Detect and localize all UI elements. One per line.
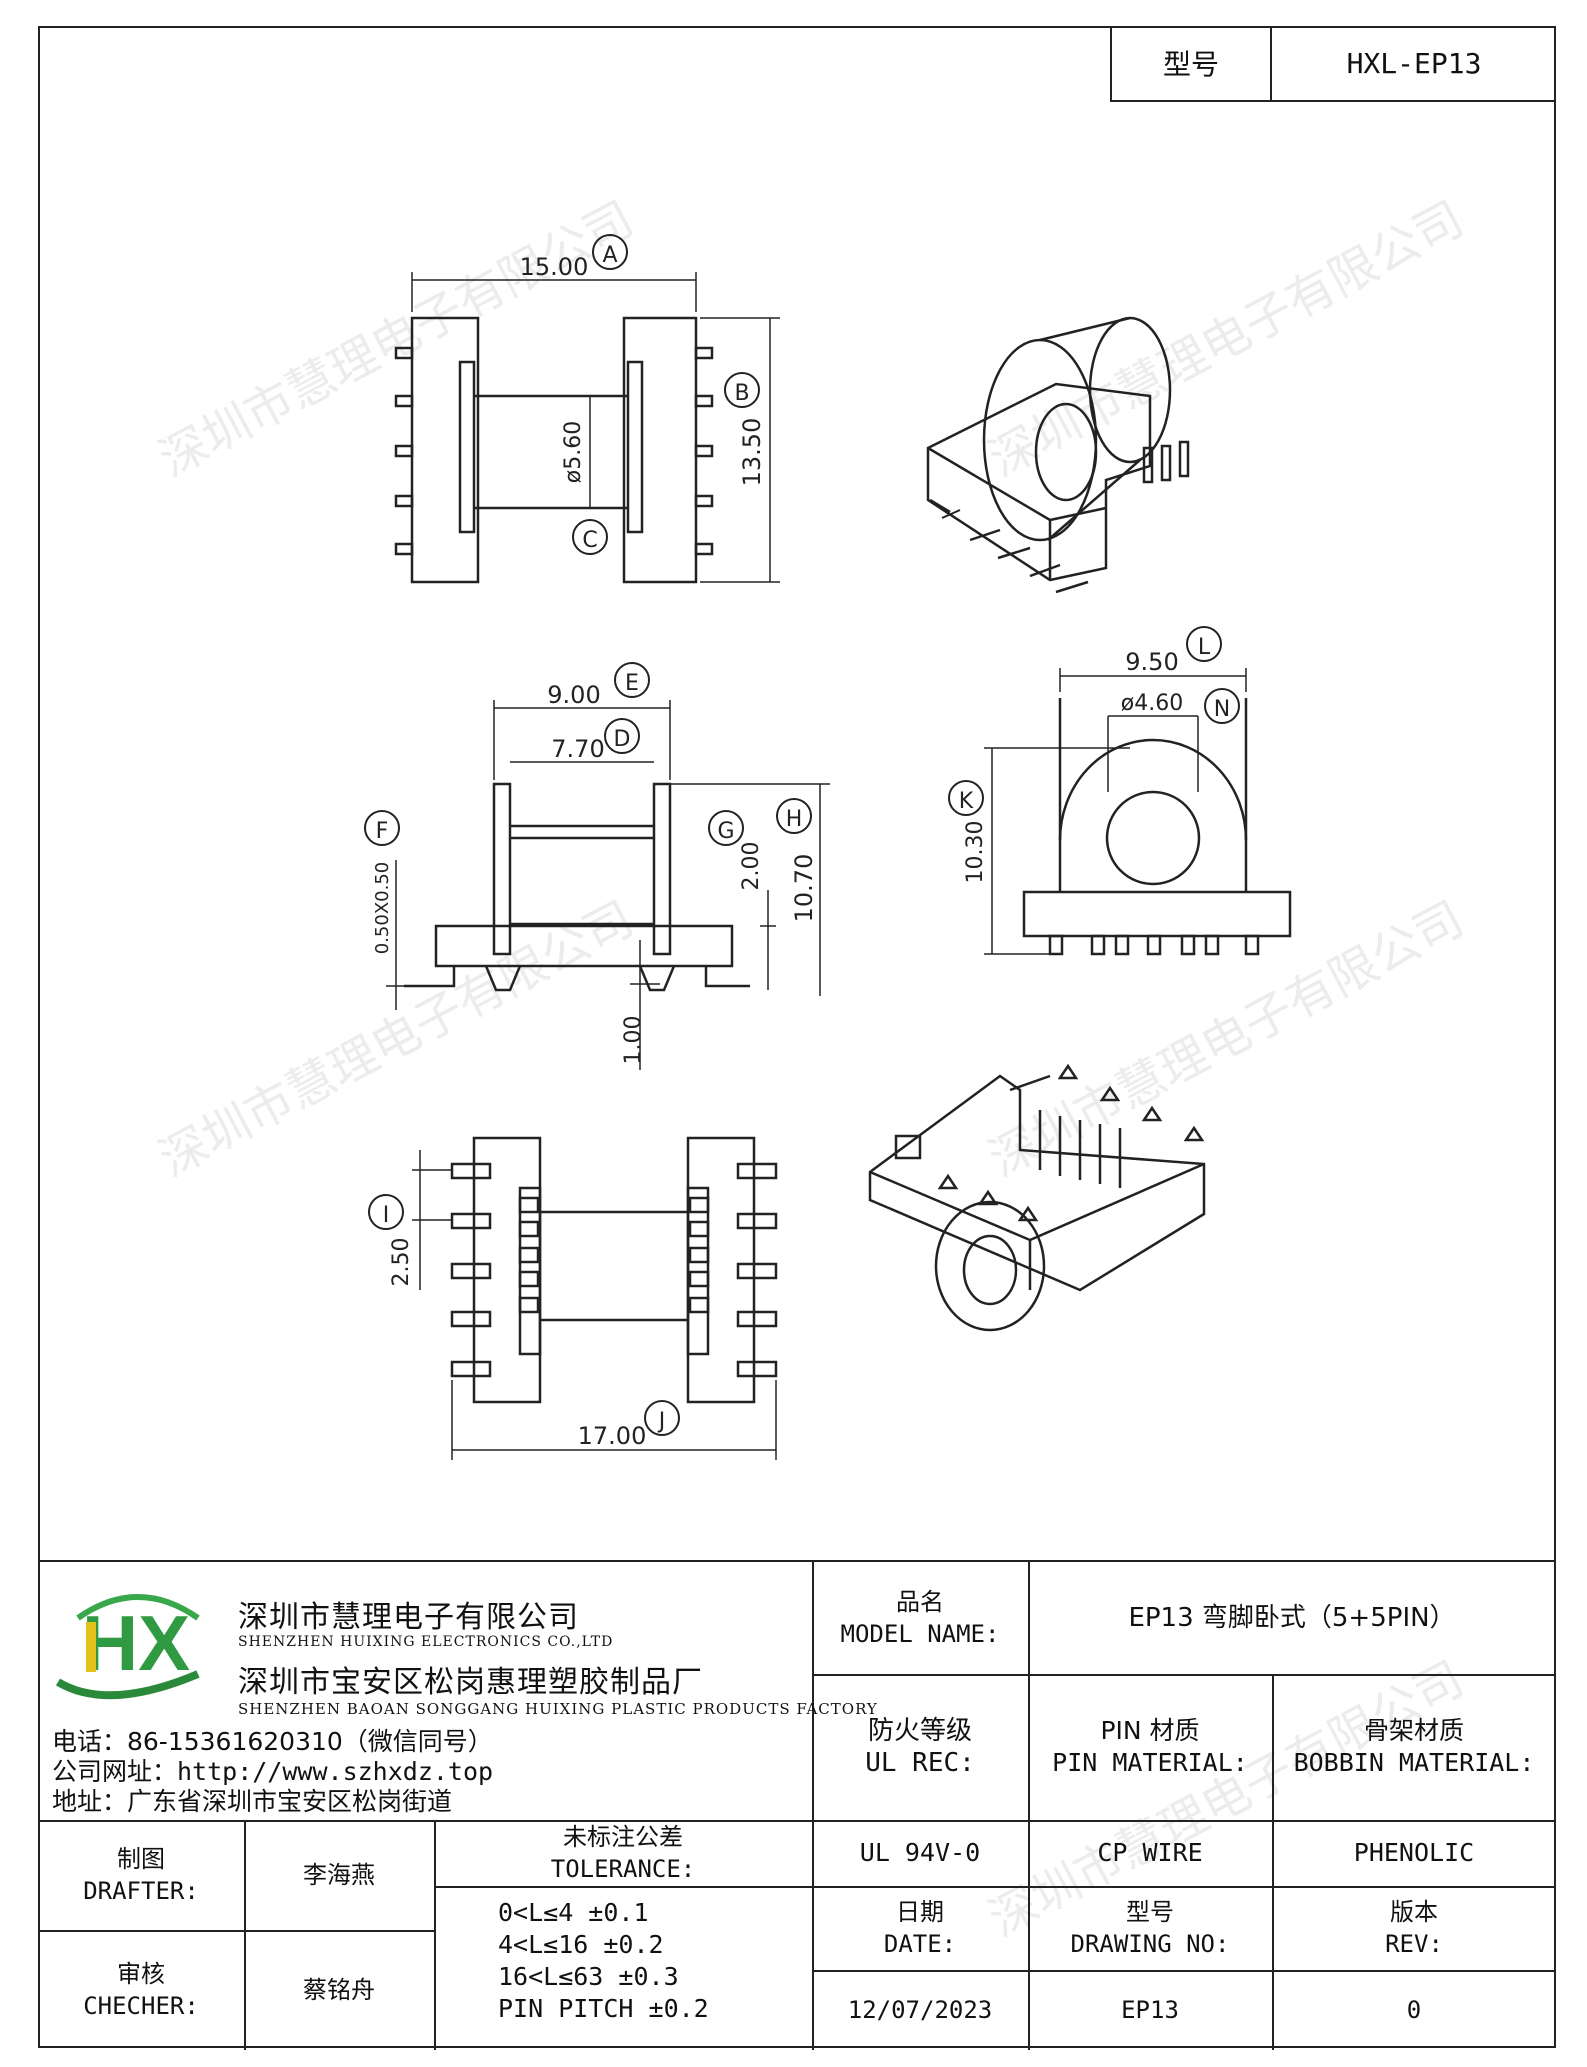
date-value: 12/07/2023: [847, 1996, 993, 2024]
date-en: DATE:: [883, 1930, 957, 1958]
dim-label-h: H: [786, 807, 803, 832]
dim-label-i: I: [383, 1203, 390, 1228]
company-phone: 电话：86-15361620310（微信同号）: [52, 1727, 493, 1756]
model-name-cn: 品名: [896, 1588, 944, 1616]
tolerance-row-4: PIN PITCH ±0.2: [498, 1994, 709, 2023]
dim-value-i: 2.50: [389, 1238, 414, 1287]
dim-value-k: 10.30: [963, 821, 988, 884]
tolerance-row-2: 4<L≤16 ±0.2: [498, 1930, 664, 1959]
bobbin-material-en: BOBBIN MATERIAL:: [1293, 1748, 1535, 1777]
tolerance-cn: 未标注公差: [563, 1823, 683, 1851]
tolerance-label: 未标注公差 TOLERANCE:: [434, 1820, 812, 1886]
model-name-en: MODEL NAME:: [840, 1620, 1000, 1648]
bobbin-material-label: 骨架材质 BOBBIN MATERIAL:: [1272, 1674, 1556, 1820]
dim-label-k: K: [959, 789, 974, 814]
bobbin-material-value: PHENOLIC: [1353, 1838, 1475, 1867]
bottom-view: [412, 1136, 778, 1460]
model-label: 型号: [1112, 26, 1272, 100]
tolerance-row-1: 0<L≤4 ±0.1: [498, 1898, 649, 1927]
company-name-cn: 深圳市慧理电子有限公司: [238, 1600, 579, 1635]
front-view: [386, 700, 830, 1070]
company-address: 地址：广东省深圳市宝安区松岗街道: [52, 1787, 453, 1816]
drafter-name: 李海燕: [303, 1861, 375, 1889]
iso-view-top: [926, 316, 1190, 594]
technical-drawing: A 15.00 B 13.50 C ø5.60: [364, 234, 1292, 1460]
company-name-en: SHENZHEN HUIXING ELECTRONICS CO.,LTD: [238, 1634, 614, 1650]
dim-value-j: 17.00: [578, 1422, 647, 1450]
checker-cn: 审核: [117, 1960, 165, 1988]
ul-rec-label: 防火等级 UL REC:: [812, 1674, 1028, 1820]
model-value: HXL-EP13: [1346, 46, 1482, 80]
top-view: [394, 272, 780, 584]
rev-cn: 版本: [1390, 1898, 1438, 1926]
ul-rec-value: UL 94V-0: [859, 1838, 981, 1867]
drafter-cn: 制图: [117, 1845, 165, 1873]
date-cn: 日期: [896, 1898, 944, 1926]
dim-label-c: C: [582, 528, 597, 553]
pin-material-value: CP WIRE: [1097, 1838, 1203, 1867]
dim-label-b: B: [734, 381, 749, 406]
pin-material-en: PIN MATERIAL:: [1052, 1748, 1248, 1777]
dim-label-d: D: [614, 727, 631, 752]
drafter-label: 制图 DRAFTER:: [38, 1820, 244, 1930]
dim-value-one: 1.00: [621, 1016, 646, 1065]
drafter-en: DRAFTER:: [83, 1877, 199, 1905]
ul-rec-cn: 防火等级: [867, 1716, 972, 1746]
company-website: 公司网址：http://www.szhxdz.top: [52, 1757, 494, 1786]
drawing-no-label: 型号 DRAWING NO:: [1028, 1886, 1272, 1970]
dim-value-l: 9.50: [1125, 648, 1178, 676]
dim-label-g: G: [717, 819, 734, 844]
side-view: [984, 668, 1292, 956]
factory-name-en: SHENZHEN BAOAN SONGGANG HUIXING PLASTIC …: [238, 1700, 878, 1718]
dim-label-l: L: [1198, 635, 1211, 660]
rev-en: REV:: [1385, 1930, 1443, 1958]
dim-value-d: 7.70: [551, 735, 604, 763]
factory-name-cn: 深圳市宝安区松岗惠理塑胶制品厂: [238, 1665, 703, 1700]
dim-value-f: 0.50X0.50: [372, 862, 393, 955]
dim-label-a: A: [602, 243, 617, 268]
drawing-no-en: DRAWING NO:: [1070, 1930, 1230, 1958]
drawing-no-value: EP13: [1121, 1996, 1179, 2024]
drawing-frame: [38, 26, 1556, 2048]
rev-value: 0: [1406, 1996, 1422, 2024]
tolerance-row-3: 16<L≤63 ±0.3: [498, 1962, 679, 1991]
date-label: 日期 DATE:: [812, 1886, 1028, 1970]
dim-label-n: N: [1214, 697, 1230, 722]
checker-label: 审核 CHECHER:: [38, 1930, 244, 2050]
iso-view-bottom: [868, 1063, 1206, 1332]
pin-material-cn: PIN 材质: [1100, 1716, 1200, 1745]
tolerance-en: TOLERANCE:: [550, 1855, 696, 1883]
dim-value-g: 2.00: [739, 842, 764, 891]
bobbin-material-cn: 骨架材质: [1363, 1716, 1464, 1745]
checker-name: 蔡铭舟: [303, 1976, 375, 2004]
dim-value-h: 10.70: [790, 854, 818, 923]
dim-label-f: F: [376, 819, 389, 844]
company-logo: HX: [48, 1582, 228, 1702]
model-name-value: EP13 弯脚卧式（5+5PIN）: [1128, 1603, 1456, 1633]
dim-value-c: ø5.60: [561, 421, 586, 483]
drawing-no-cn: 型号: [1126, 1898, 1174, 1926]
checker-en: CHECHER:: [83, 1992, 199, 2020]
ul-rec-en: UL REC:: [865, 1748, 975, 1778]
model-box: 型号 HXL-EP13: [1110, 26, 1556, 102]
dim-label-j: J: [657, 1409, 666, 1434]
dim-value-n: ø4.60: [1121, 691, 1183, 716]
pin-material-label: PIN 材质 PIN MATERIAL:: [1028, 1674, 1272, 1820]
dim-value-a: 15.00: [520, 253, 589, 281]
logo-text: HX: [82, 1599, 190, 1687]
dim-label-e: E: [625, 671, 639, 696]
model-name-label: 品名 MODEL NAME:: [812, 1562, 1028, 1674]
rev-label: 版本 REV:: [1272, 1886, 1556, 1970]
dim-value-e: 9.00: [547, 681, 600, 709]
dim-value-b: 13.50: [738, 418, 766, 487]
title-block: HX 深圳市慧理电子有限公司 SHENZHEN HUIXING ELECTRON…: [38, 1560, 1556, 2050]
